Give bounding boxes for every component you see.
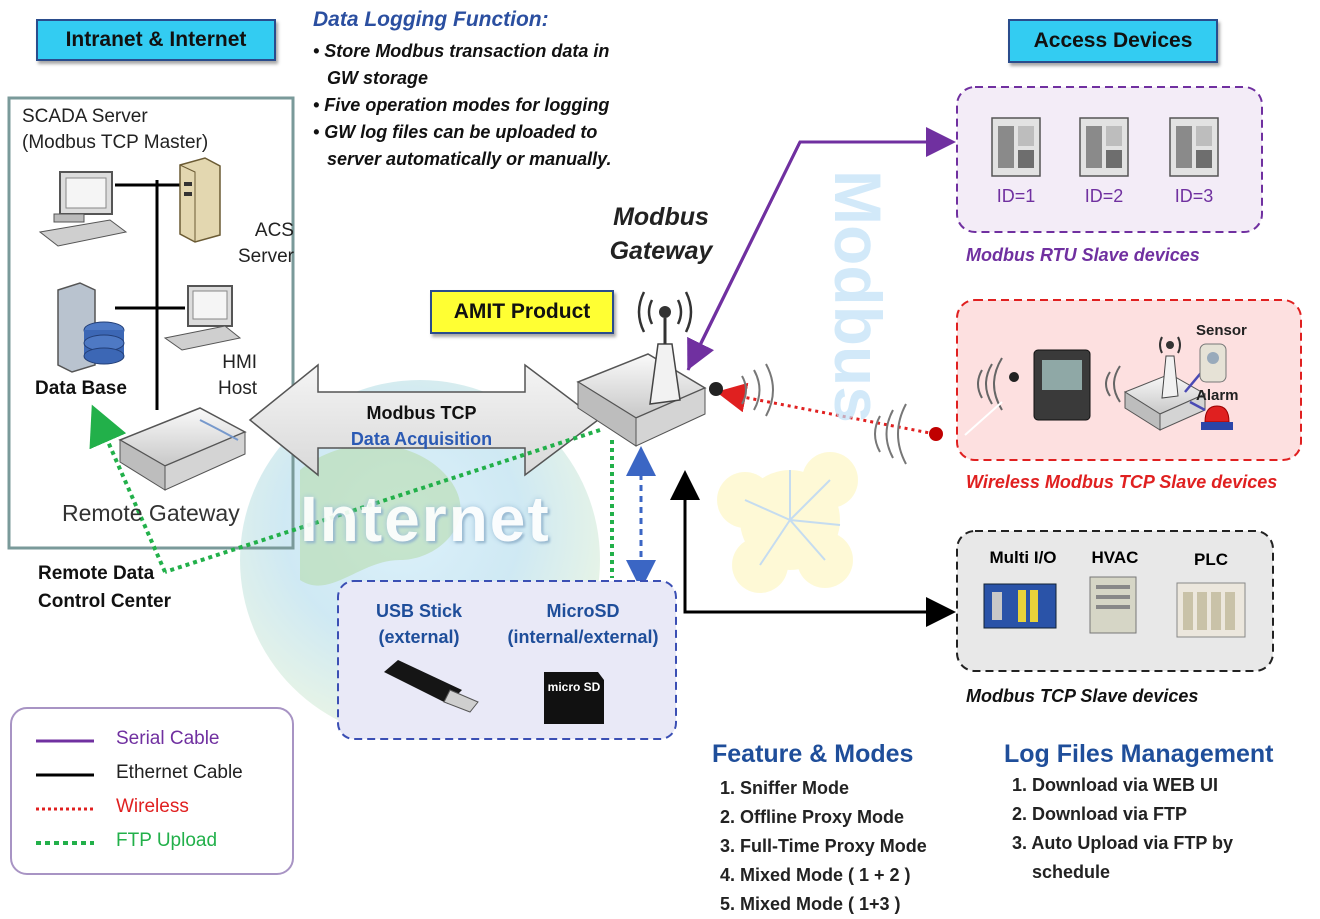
hvac-label: HVAC: [1091, 548, 1139, 567]
hmi-host-label: HMI Host: [218, 352, 258, 399]
rtu-id-label: ID=3: [1174, 186, 1214, 206]
multi-io-label: Multi I/O: [989, 548, 1057, 567]
microsd-icon: [544, 672, 604, 724]
wireless-slave-box: [956, 299, 1302, 461]
legend-swatches: [36, 739, 94, 845]
wireless-slave-caption: Wireless Modbus TCP Slave devices: [966, 472, 1278, 492]
legend-wireless: Wireless: [116, 796, 189, 817]
scada-title: SCADA Server (Modbus TCP Master): [22, 106, 209, 153]
feature-item: 4. Mixed Mode ( 1 + 2 ): [720, 865, 911, 885]
legend-box: [10, 707, 294, 875]
modbus-gateway-icon: [576, 291, 707, 447]
remote-gateway-label: Remote Gateway: [62, 500, 240, 526]
legend-serial-cable: Serial Cable: [116, 728, 220, 749]
database-label: Data Base: [35, 378, 127, 399]
logging-bullet: GW storage: [327, 68, 429, 88]
modbus-logo-watermark: [717, 452, 858, 593]
ethernet-cable-line: [683, 478, 956, 627]
plc-icon: [1176, 582, 1246, 638]
acs-server-label: ACS Server: [238, 220, 294, 267]
alarm-icon: [1201, 405, 1233, 430]
internet-watermark: Internet: [300, 483, 551, 555]
scada-bus-lines: [115, 180, 185, 410]
intranet-internet-tag: Intranet & Internet: [36, 19, 276, 61]
rtu-slave-caption: Modbus RTU Slave devices: [966, 245, 1200, 265]
rtu-id-label: ID=2: [1084, 186, 1124, 206]
wireless-meter-icon: [964, 349, 1091, 436]
legend-ftp-upload: FTP Upload: [116, 830, 218, 851]
modbus-tcp-label: Modbus TCP Data Acquisition: [350, 403, 493, 449]
remote-data-center-label: Remote Data Control Center: [38, 563, 171, 612]
ftp-upload-line-c: [89, 404, 167, 573]
plc-label: PLC: [1194, 550, 1228, 569]
logging-bullet: • GW log files can be uploaded to: [313, 122, 598, 142]
tcp-slave-caption: Modbus TCP Slave devices: [966, 686, 1199, 706]
legend-ethernet-cable: Ethernet Cable: [116, 762, 243, 783]
acs-server-icon: [179, 157, 221, 243]
logfile-item: 2. Download via FTP: [1012, 804, 1188, 824]
hvac-icon: [1089, 576, 1137, 634]
logfile-item: schedule: [1032, 862, 1111, 882]
logging-bullet: • Store Modbus transaction data in: [313, 41, 610, 61]
database-icon: [57, 282, 125, 373]
serial-cable-line: [686, 127, 956, 371]
alarm-label: Alarm: [1196, 387, 1239, 404]
microsd-label: MicroSD (internal/external): [507, 601, 659, 647]
sensor-icon: [1199, 343, 1227, 383]
access-devices-tag: Access Devices: [1008, 19, 1218, 63]
scada-pc-icon: [38, 171, 128, 247]
modbus-gateway-title: Modbus Gateway: [609, 203, 713, 265]
feature-item: 3. Full-Time Proxy Mode: [720, 836, 927, 856]
rtu-id-label: ID=1: [996, 186, 1036, 206]
sensor-label: Sensor: [1196, 322, 1247, 339]
feature-item: 1. Sniffer Mode: [720, 778, 850, 798]
modbus-watermark: Modbus: [821, 170, 895, 423]
wireless-waves: [741, 363, 907, 465]
feature-item: 2. Offline Proxy Mode: [720, 807, 905, 827]
logfiles-list: 1. Download via WEB UI 2. Download via F…: [1012, 771, 1233, 887]
usb-stick-icon: [384, 660, 479, 713]
logging-bullet: • Five operation modes for logging: [313, 95, 610, 115]
feature-item: 5. Mixed Mode ( 1+3 ): [720, 894, 901, 914]
scada-box: [7, 96, 295, 550]
multi-io-icon: [983, 583, 1057, 629]
rtu-device-icons: [991, 117, 1219, 177]
logfile-item: 3. Auto Upload via FTP by: [1012, 833, 1234, 853]
hmi-host-icon: [163, 285, 242, 351]
microsd-logo-text: micro SD: [547, 680, 601, 694]
amit-product-tag: AMIT Product: [430, 290, 614, 334]
logging-title: Data Logging Function:: [313, 8, 549, 31]
logging-bullet: server automatically or manually.: [327, 149, 612, 169]
features-list: 1. Sniffer Mode 2. Offline Proxy Mode 3.…: [720, 774, 927, 919]
wireless-link-line: [716, 382, 936, 436]
usb-stick-label: USB Stick (external): [375, 601, 463, 647]
logfiles-title: Log Files Management: [1004, 740, 1274, 768]
remote-gateway-icon: [118, 407, 247, 491]
logging-bullets: • Store Modbus transaction data in GW st…: [313, 38, 611, 173]
features-title: Feature & Modes: [712, 740, 914, 768]
logfile-item: 1. Download via WEB UI: [1012, 775, 1219, 795]
